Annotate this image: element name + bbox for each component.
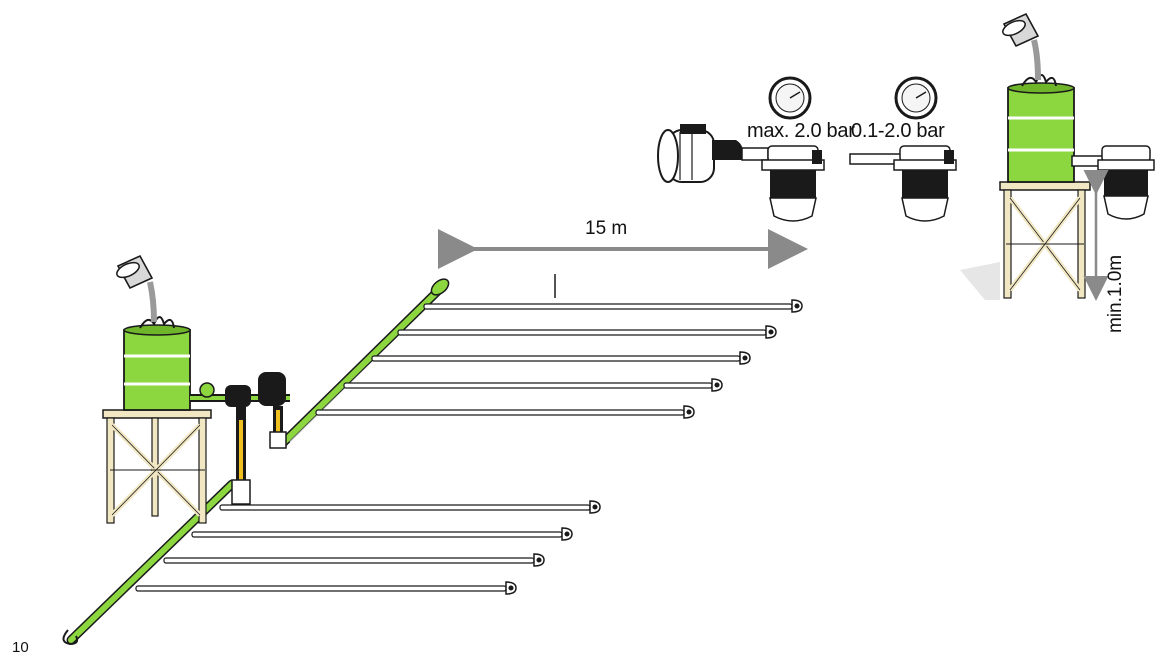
- upper-drippers: [683, 299, 803, 419]
- distance-label: 15 m: [585, 218, 628, 239]
- upper-drip-lines: [315, 303, 793, 416]
- lower-drip-lines: [135, 504, 591, 592]
- page-number: 10: [12, 639, 29, 656]
- filter-1-icon: [761, 145, 825, 222]
- min-height-label: min.1.0m: [1105, 254, 1126, 333]
- lower-drippers: [505, 500, 601, 595]
- left-valve-assembly: [190, 372, 290, 505]
- distance-arrow: [438, 229, 808, 298]
- pressure-gauge-icon: [768, 76, 812, 120]
- pressure-range-label: 0.1-2.0 bar: [851, 120, 945, 142]
- filter-2-icon: [849, 145, 957, 222]
- left-tank-stand-icon: [102, 254, 212, 524]
- pressure-gauge-2-icon: [894, 76, 938, 120]
- max-pressure-label: max. 2.0 bar: [747, 120, 855, 142]
- upper-header-pipe: [278, 278, 451, 448]
- lower-header-pipe: [62, 479, 237, 646]
- pump-icon: [657, 124, 769, 183]
- right-tank-stand-icon: [960, 12, 1155, 301]
